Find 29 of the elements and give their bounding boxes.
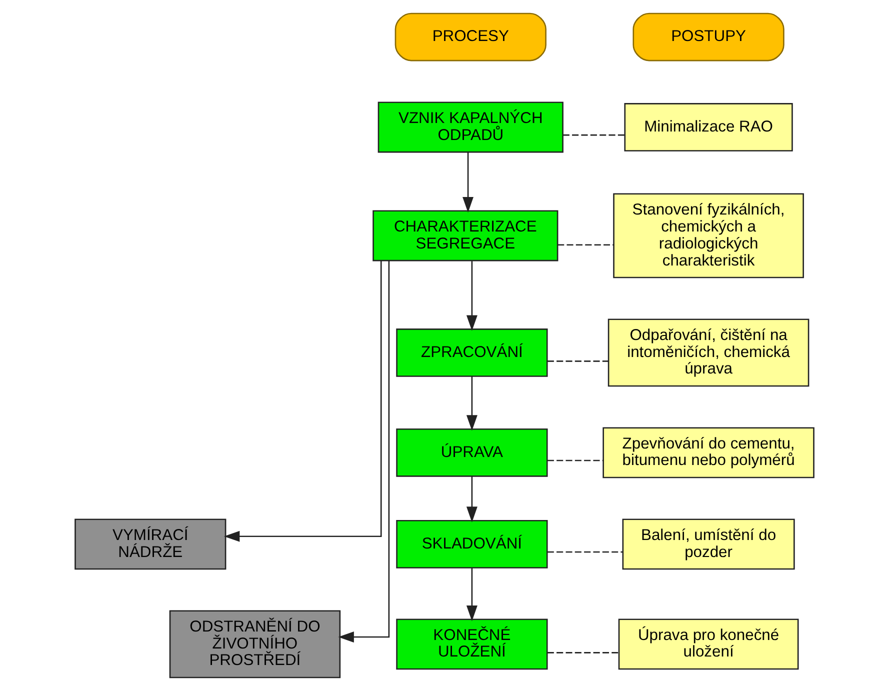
node-box: Balení, umístění do pozder xyxy=(622,518,794,570)
connector xyxy=(562,134,624,136)
node-box: Stanovení fyzikálních, chemických a radiologických charakteristik xyxy=(612,193,804,278)
node-box: Minimalizace RAO xyxy=(624,103,792,152)
arrow xyxy=(466,568,477,622)
arrow xyxy=(466,476,477,522)
node-box: Odpařování, čištění na intoměničích, chemická úprava xyxy=(607,318,809,387)
connector xyxy=(546,360,608,362)
node-box: PROCESY xyxy=(394,12,546,62)
arrow xyxy=(223,260,382,542)
node-box: POSTUPY xyxy=(632,12,784,62)
node-box: KONEČNÉ ULOŽENÍ xyxy=(396,618,548,670)
arrow xyxy=(466,376,477,431)
connector xyxy=(546,652,618,654)
node-box: Úprava pro konečné uložení xyxy=(618,618,798,670)
node-box: Zpevňování do cementu, bitumenu nebo polymérů xyxy=(602,427,814,478)
connector xyxy=(557,244,614,246)
node-box: ÚPRAVA xyxy=(396,428,548,477)
node-box: ZPRACOVÁNÍ xyxy=(396,328,548,377)
node-box: CHARAKTERIZACE SEGREGACE xyxy=(372,210,558,262)
node-box: ODSTRANĚNÍ DO ŽIVOTNÍHO PROSTŘEDÍ xyxy=(168,610,340,678)
arrow xyxy=(338,260,390,642)
node-box: SKLADOVÁNÍ xyxy=(396,520,548,568)
node-box: VZNIK KAPALNÝCH ODPADŮ xyxy=(377,102,563,153)
connector xyxy=(546,460,603,462)
connector xyxy=(546,551,622,553)
arrow xyxy=(462,152,474,213)
arrow xyxy=(466,261,477,331)
node-box: VYMÍRACÍ NÁDRŽE xyxy=(74,518,226,570)
